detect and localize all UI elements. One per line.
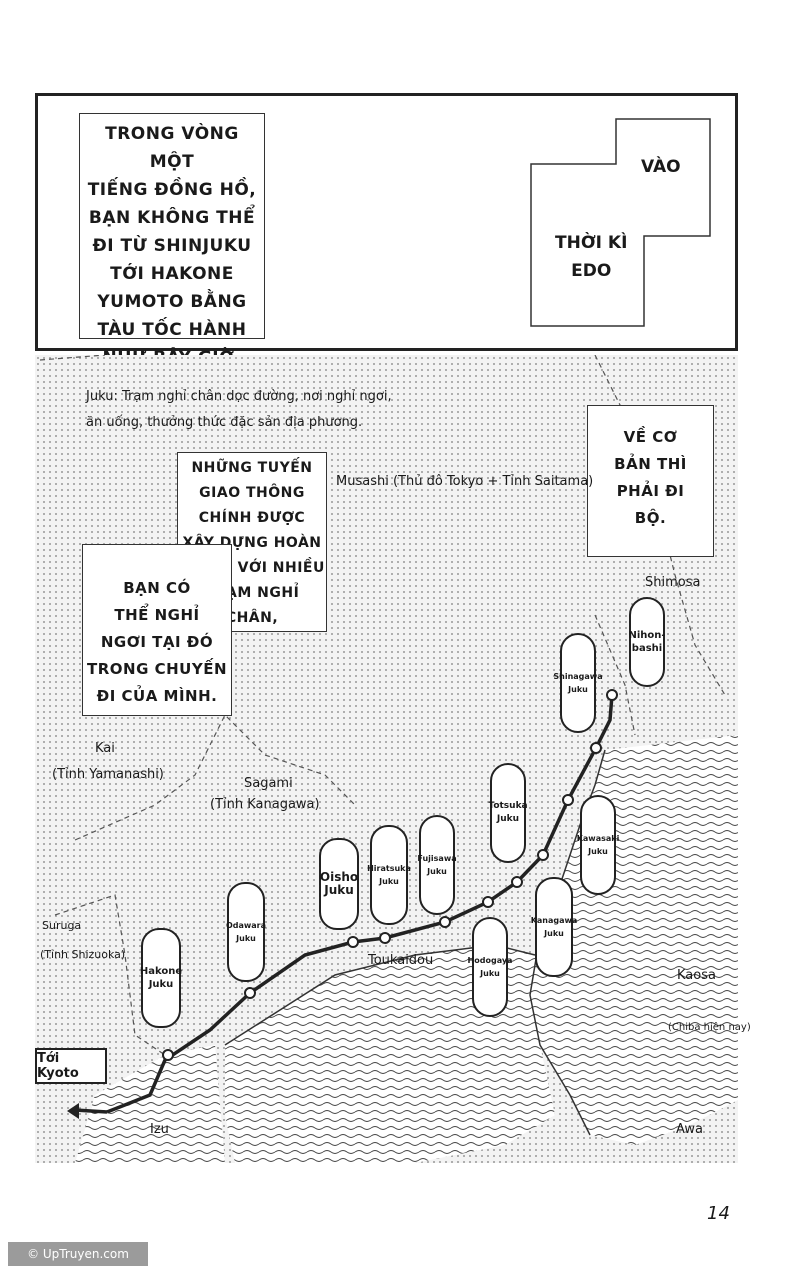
stop-kawasaki	[562, 794, 574, 806]
stop-shinagawa	[590, 742, 602, 754]
region-awa: Awa	[676, 1122, 703, 1137]
region-kaosa: Kaosa	[677, 968, 716, 983]
station-hodogaya: Hodogaya Juku	[468, 917, 512, 1017]
station-odawara: Odawara Juku	[226, 882, 266, 982]
stop-hiratsuka	[379, 932, 391, 944]
region-kai-sub: (Tỉnh Yamanashi)	[52, 767, 164, 782]
stop-nihonbashi	[606, 689, 618, 701]
stop-hodogaya	[511, 876, 523, 888]
station-kawasaki: Kawasaki Juku	[577, 795, 619, 895]
stop-kanagawa	[537, 849, 549, 861]
region-sagami: Sagami	[244, 776, 293, 791]
region-kai: Kai	[95, 741, 115, 756]
map-panel	[35, 355, 738, 1163]
region-shimosa: Shimosa	[645, 575, 701, 590]
watermark: © UpTruyen.com	[8, 1242, 148, 1266]
station-oisho: Oisho Juku	[319, 838, 359, 930]
stop-oiso	[347, 936, 359, 948]
bubble-walk: VỀ CƠ BẢN THÌ PHẢI ĐI BỘ.	[587, 405, 714, 557]
region-izu: Izu	[150, 1122, 169, 1137]
region-sagami-sub: (Tỉnh Kanagawa)	[210, 797, 320, 812]
region-kaosa-sub: (Chiba hiện nay)	[668, 1022, 751, 1033]
stop-fujisawa	[439, 916, 451, 928]
region-suruga-sub: (Tỉnh Shizuoka)	[40, 948, 126, 961]
route-label-toukaidou: Toukaidou	[368, 953, 434, 968]
caption-thoi-ki-edo: THỜI KÌ EDO	[555, 233, 628, 281]
station-kanagawa: Kanagawa Juku	[531, 877, 577, 977]
stop-hakone	[162, 1049, 174, 1061]
stop-odawara	[244, 987, 256, 999]
to-kyoto-label: Tới Kyoto	[35, 1048, 107, 1084]
station-hakone: Hakone Juku	[140, 928, 182, 1028]
caption-edo-box	[530, 118, 711, 327]
station-fujisawa: Fujisawa Juku	[417, 815, 457, 915]
stop-totsuka	[482, 896, 494, 908]
station-nihonbashi: Nihon- bashi	[628, 597, 666, 687]
juku-note: Juku: Trạm nghỉ chân dọc đường, nơi nghỉ…	[86, 389, 392, 430]
region-suruga: Suruga	[42, 919, 82, 932]
page-number: 14	[707, 1203, 730, 1224]
station-totsuka: Totsuka Juku	[488, 763, 528, 863]
region-musashi: Musashi (Thủ đô Tokyo + Tỉnh Saitama)	[336, 474, 594, 489]
bubble-rest: BẠN CÓ THỂ NGHỈ NGƠI TẠI ĐÓ TRONG CHUYẾN…	[82, 544, 232, 716]
caption-shinjuku-hakone: TRONG VÒNG MỘT TIẾNG ĐỒNG HỒ, BẠN KHÔNG …	[79, 113, 265, 368]
station-hiratsuka: Hiratsuka Juku	[367, 825, 411, 925]
toukaidou-route	[106, 694, 614, 1114]
caption-vao: VÀO	[641, 157, 681, 177]
station-shinagawa: Shinagawa Juku	[553, 633, 603, 733]
